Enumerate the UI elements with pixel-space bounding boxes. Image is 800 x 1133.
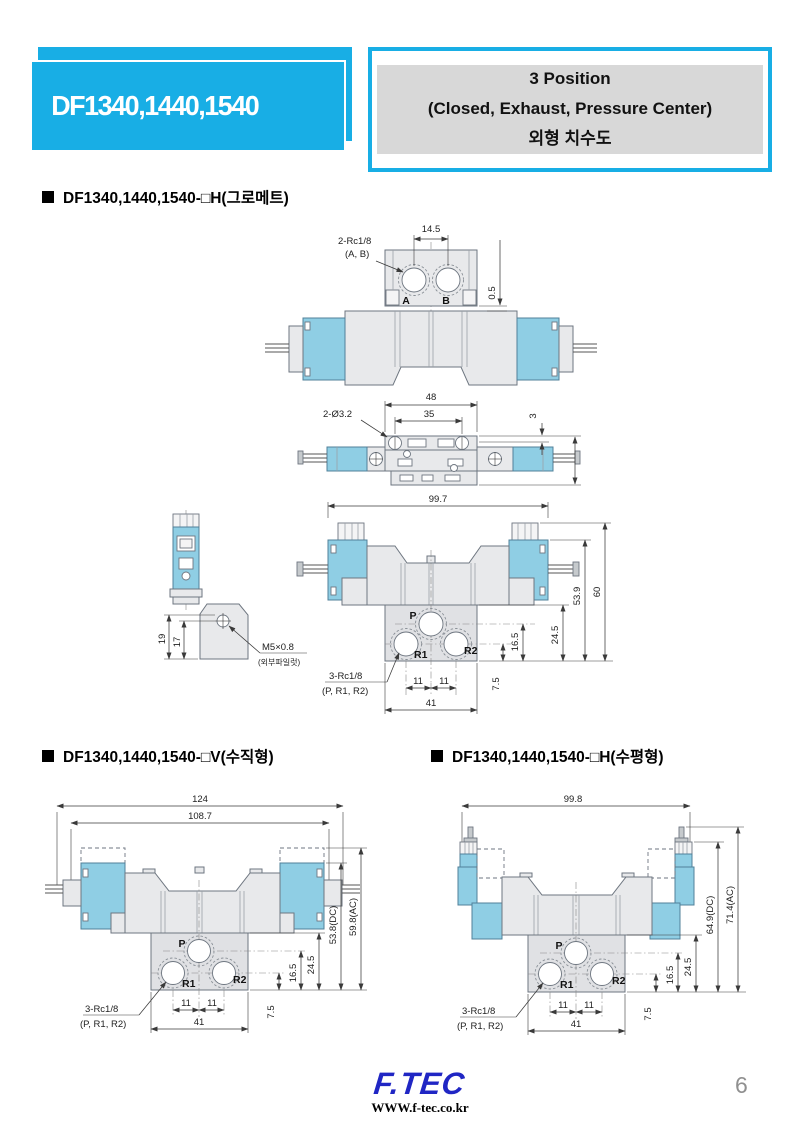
dim-label: 11 (181, 998, 191, 1009)
dim-label: 24.5 (683, 958, 694, 977)
view-side: 19 17 M5×0.8 (외부파일럿) (157, 510, 307, 667)
thread-ports-label: (P, R1, R2) (80, 1019, 126, 1030)
dim-label: 124 (192, 794, 208, 805)
thread-label: 2-Rc1/8 (338, 236, 371, 247)
dim-label: 19 (157, 634, 168, 645)
dim-label: 41 (426, 698, 437, 709)
dim-label: 108.7 (188, 811, 212, 822)
thread-label: 3-Rc1/8 (85, 1004, 118, 1015)
dim-label: 41 (194, 1017, 205, 1028)
dim-label: 14.5 (422, 224, 441, 235)
dim-label: 99.7 (429, 494, 448, 505)
view-front-top: A B 14.5 2-Rc1/8 (A, B) 0.5 (265, 224, 597, 386)
port-label-p: P (178, 938, 185, 950)
thread-ports-label: (P, R1, R2) (322, 686, 368, 697)
dim-label: 60 (592, 587, 603, 598)
page-number: 6 (735, 1072, 748, 1098)
header-type-band: 3 Position (Closed, Exhaust, Pressure Ce… (377, 65, 763, 154)
port-label-r2: R2 (464, 645, 478, 657)
port-label-b: B (442, 295, 450, 307)
dim-label: 53.8(DC) (328, 906, 339, 945)
port-label-r1: R1 (414, 649, 428, 661)
dim-label: 24.5 (550, 626, 561, 645)
ftec-logo-text: F.TEC (372, 1066, 468, 1101)
port-label-r2: R2 (612, 975, 626, 987)
port-label-r2: R2 (233, 974, 247, 986)
section-bullet-icon (42, 191, 54, 203)
section-title-vertical: DF1340,1440,1540-□V(수직형) (42, 745, 274, 767)
dim-label: 99.8 (564, 794, 583, 805)
dim-label: 59.8(AC) (348, 898, 359, 936)
company-logo: F.TEC WWW.f-tec.co.kr (320, 1066, 520, 1116)
dim-label: 7.5 (643, 1007, 654, 1020)
dim-label: 11 (413, 676, 423, 687)
model-banner: DF1340,1440,1540 (30, 60, 346, 152)
thread-ports-label: (A, B) (345, 249, 369, 260)
port-label-r1: R1 (182, 978, 196, 990)
dim-label: 0.5 (487, 286, 498, 299)
dim-label: 16.5 (510, 633, 521, 652)
company-url: WWW.f-tec.co.kr (371, 1100, 469, 1115)
dim-label: 11 (439, 676, 449, 687)
section-title-grommet: DF1340,1440,1540-□H(그로메트) (42, 186, 289, 208)
dim-label: 3 (528, 413, 539, 418)
dim-label: 11 (207, 998, 217, 1009)
view-front-horizontal: 99.8 (457, 794, 746, 1035)
screw-thread-label: 2-Ø3.2 (323, 409, 352, 420)
header-type-box: 3 Position (Closed, Exhaust, Pressure Ce… (368, 47, 772, 172)
section-bullet-icon (431, 750, 443, 762)
dim-label: 35 (424, 409, 435, 420)
dim-label: 7.5 (266, 1005, 277, 1018)
section-title-text: DF1340,1440,1540-□V(수직형) (63, 749, 274, 766)
view-plan: 48 35 2-Ø3.2 3 (297, 392, 581, 486)
pilot-note-label: (외부파일럿) (258, 657, 300, 667)
port-label-r1: R1 (560, 979, 574, 991)
dim-label: 53.9 (572, 587, 583, 606)
pilot-thread-label: M5×0.8 (262, 642, 294, 653)
dim-label: 7.5 (491, 677, 502, 690)
dim-label: 11 (584, 1000, 594, 1011)
section-title-text: DF1340,1440,1540-□H(그로메트) (63, 190, 289, 207)
port-label-p: P (555, 940, 562, 952)
model-title: DF1340,1440,1540 (51, 90, 260, 121)
section-title-text: DF1340,1440,1540-□H(수평형) (452, 749, 664, 766)
header-line-1: 3 Position (529, 69, 611, 89)
view-front-manifold: 99.7 (296, 494, 613, 714)
view-front-vertical: 124 108.7 (45, 794, 367, 1033)
section-bullet-icon (42, 750, 54, 762)
thread-label: 3-Rc1/8 (329, 671, 362, 682)
port-label-p: P (409, 610, 416, 622)
dim-label: 64.9(DC) (705, 896, 716, 935)
dim-label: 48 (426, 392, 437, 403)
thread-ports-label: (P, R1, R2) (457, 1021, 503, 1032)
section-title-horizontal: DF1340,1440,1540-□H(수평형) (431, 745, 664, 767)
dim-label: 11 (558, 1000, 568, 1011)
dim-label: 16.5 (288, 964, 299, 983)
dim-label: 41 (571, 1019, 582, 1030)
dim-label: 17 (172, 637, 183, 648)
drawing-horizontal: 99.8 (457, 794, 746, 1035)
port-label-a: A (402, 295, 410, 307)
dim-label: 24.5 (306, 956, 317, 975)
header-line-2: (Closed, Exhaust, Pressure Center) (427, 99, 713, 119)
dim-label: 71.4(AC) (725, 886, 736, 924)
header-line-3: 외형 치수도 (528, 128, 612, 148)
dim-label: 16.5 (665, 966, 676, 985)
drawing-vertical: 124 108.7 (45, 794, 367, 1033)
drawing-grommet: A B 14.5 2-Rc1/8 (A, B) 0.5 (157, 224, 613, 714)
thread-label: 3-Rc1/8 (462, 1006, 495, 1017)
